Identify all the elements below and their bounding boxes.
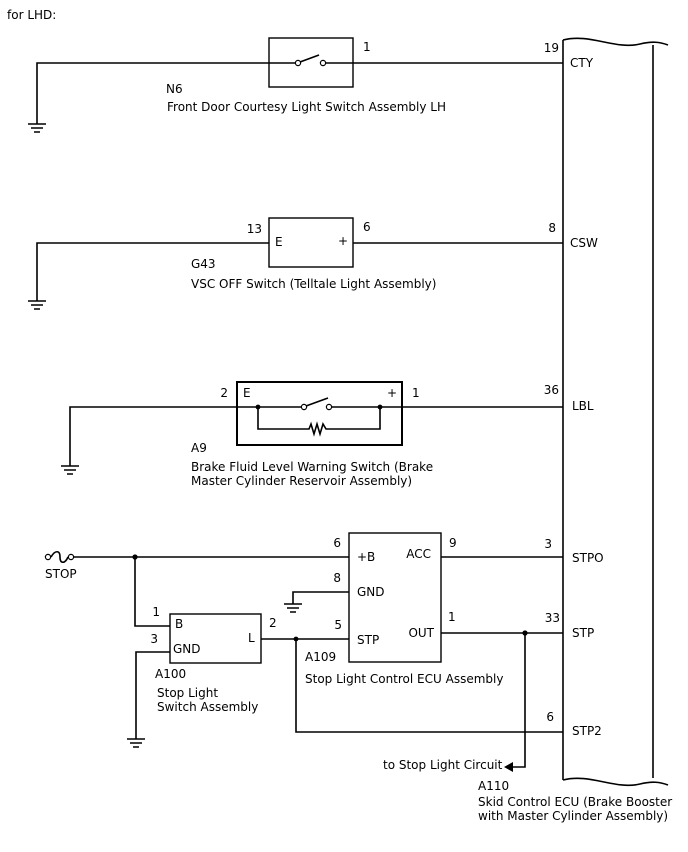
courtesy-switch-pin: 1 <box>363 40 371 54</box>
stop-light-ecu-pin-out: 1 <box>448 610 456 624</box>
stop-light-ecu-pin-stp: 5 <box>334 618 342 632</box>
stop-light-ecu-pin-acc: 9 <box>449 536 457 550</box>
arrow-icon <box>504 762 513 772</box>
ecu-pin-number-cty: 19 <box>544 41 559 55</box>
stop-light-switch-name-line1: Stop Light <box>157 686 218 700</box>
vsc-switch-pin-right: 6 <box>363 220 371 234</box>
ground-icon <box>61 465 79 475</box>
ecu-pin-number-stp: 33 <box>545 611 560 625</box>
stop-light-ecu-term-stp: STP <box>357 633 379 647</box>
brake-fluid-switch-box <box>236 381 403 446</box>
stop-light-switch-name-line2: Switch Assembly <box>157 700 258 714</box>
stop-light-ecu-term-acc: ACC <box>406 547 431 561</box>
brake-fluid-switch-name-line1: Brake Fluid Level Warning Switch (Brake <box>191 460 433 474</box>
resistor-icon <box>257 407 381 437</box>
stop-light-ecu-term-out: OUT <box>408 626 434 640</box>
stop-fuse-label: STOP <box>45 567 77 581</box>
ground-icon <box>28 300 46 310</box>
stop-light-switch-pin-b: 1 <box>152 605 160 619</box>
courtesy-switch-name: Front Door Courtesy Light Switch Assembl… <box>167 100 446 114</box>
ground-icon <box>284 603 302 613</box>
stop-light-switch-pin-l: 2 <box>269 616 277 630</box>
ecu-pin-lbl: LBL <box>572 399 594 413</box>
vsc-switch-term-plus: + <box>338 234 348 248</box>
header-label: for LHD: <box>7 8 56 22</box>
stop-light-switch-pin-gnd: 3 <box>150 632 158 646</box>
ecu-pin-number-csw: 8 <box>548 221 556 235</box>
ecu-pin-number-stpo: 3 <box>544 537 552 551</box>
stop-light-switch-term-l: L <box>248 631 255 645</box>
stop-light-ecu-pin-b: 6 <box>333 536 341 550</box>
stop-light-ecu-pin-gnd: 8 <box>333 571 341 585</box>
stop-light-circuit-label: to Stop Light Circuit <box>383 758 503 772</box>
vsc-switch-code: G43 <box>191 257 216 271</box>
brake-fluid-switch-pin-left: 2 <box>220 386 228 400</box>
courtesy-switch-circuit <box>36 37 563 124</box>
ecu-pin-number-stp2: 6 <box>546 710 554 724</box>
ecu-pin-stp2: STP2 <box>572 724 602 738</box>
vsc-switch-pin-left: 13 <box>247 222 262 236</box>
stop-light-switch-term-b: B <box>175 617 183 631</box>
courtesy-switch-code: N6 <box>166 82 183 96</box>
ecu-pin-stp: STP <box>572 626 594 640</box>
brake-fluid-switch-term-e: E <box>243 386 251 400</box>
brake-fluid-switch-term-plus: + <box>387 386 397 400</box>
skid-control-ecu-code: A110 <box>478 779 509 793</box>
vsc-switch-circuit <box>36 217 563 301</box>
ground-icon <box>127 738 145 748</box>
ecu-pin-cty: CTY <box>570 56 594 70</box>
stop-light-switch-term-gnd: GND <box>173 642 201 656</box>
brake-fluid-switch-name-line2: Master Cylinder Reservoir Assembly) <box>191 474 412 488</box>
brake-fluid-switch-circuit <box>69 381 563 466</box>
stop-light-switch-box <box>169 613 262 664</box>
stop-light-ecu-name: Stop Light Control ECU Assembly <box>305 672 503 686</box>
stop-light-ecu-term-b: +B <box>357 550 375 564</box>
stop-light-switch-code: A100 <box>155 667 186 681</box>
stop-fuse-icon <box>44 550 75 564</box>
vsc-switch-name: VSC OFF Switch (Telltale Light Assembly) <box>191 277 436 291</box>
ground-icon <box>28 123 46 133</box>
skid-control-ecu-outline <box>562 37 669 787</box>
ecu-pin-number-lbl: 36 <box>544 383 559 397</box>
skid-control-ecu-name-line2: with Master Cylinder Assembly) <box>478 809 668 823</box>
stop-light-ecu-box <box>348 532 442 663</box>
stop-light-ecu-term-gnd: GND <box>357 585 385 599</box>
ecu-pin-csw: CSW <box>570 236 598 250</box>
brake-fluid-switch-pin-right: 1 <box>412 386 420 400</box>
brake-fluid-switch-code: A9 <box>191 441 207 455</box>
vsc-switch-box <box>268 217 354 268</box>
stop-light-wiring <box>74 554 563 772</box>
vsc-switch-term-e: E <box>275 235 283 249</box>
skid-control-ecu-name-line1: Skid Control ECU (Brake Booster <box>478 795 672 809</box>
stop-light-ecu-code: A109 <box>305 650 336 664</box>
ecu-pin-stpo: STPO <box>572 551 604 565</box>
